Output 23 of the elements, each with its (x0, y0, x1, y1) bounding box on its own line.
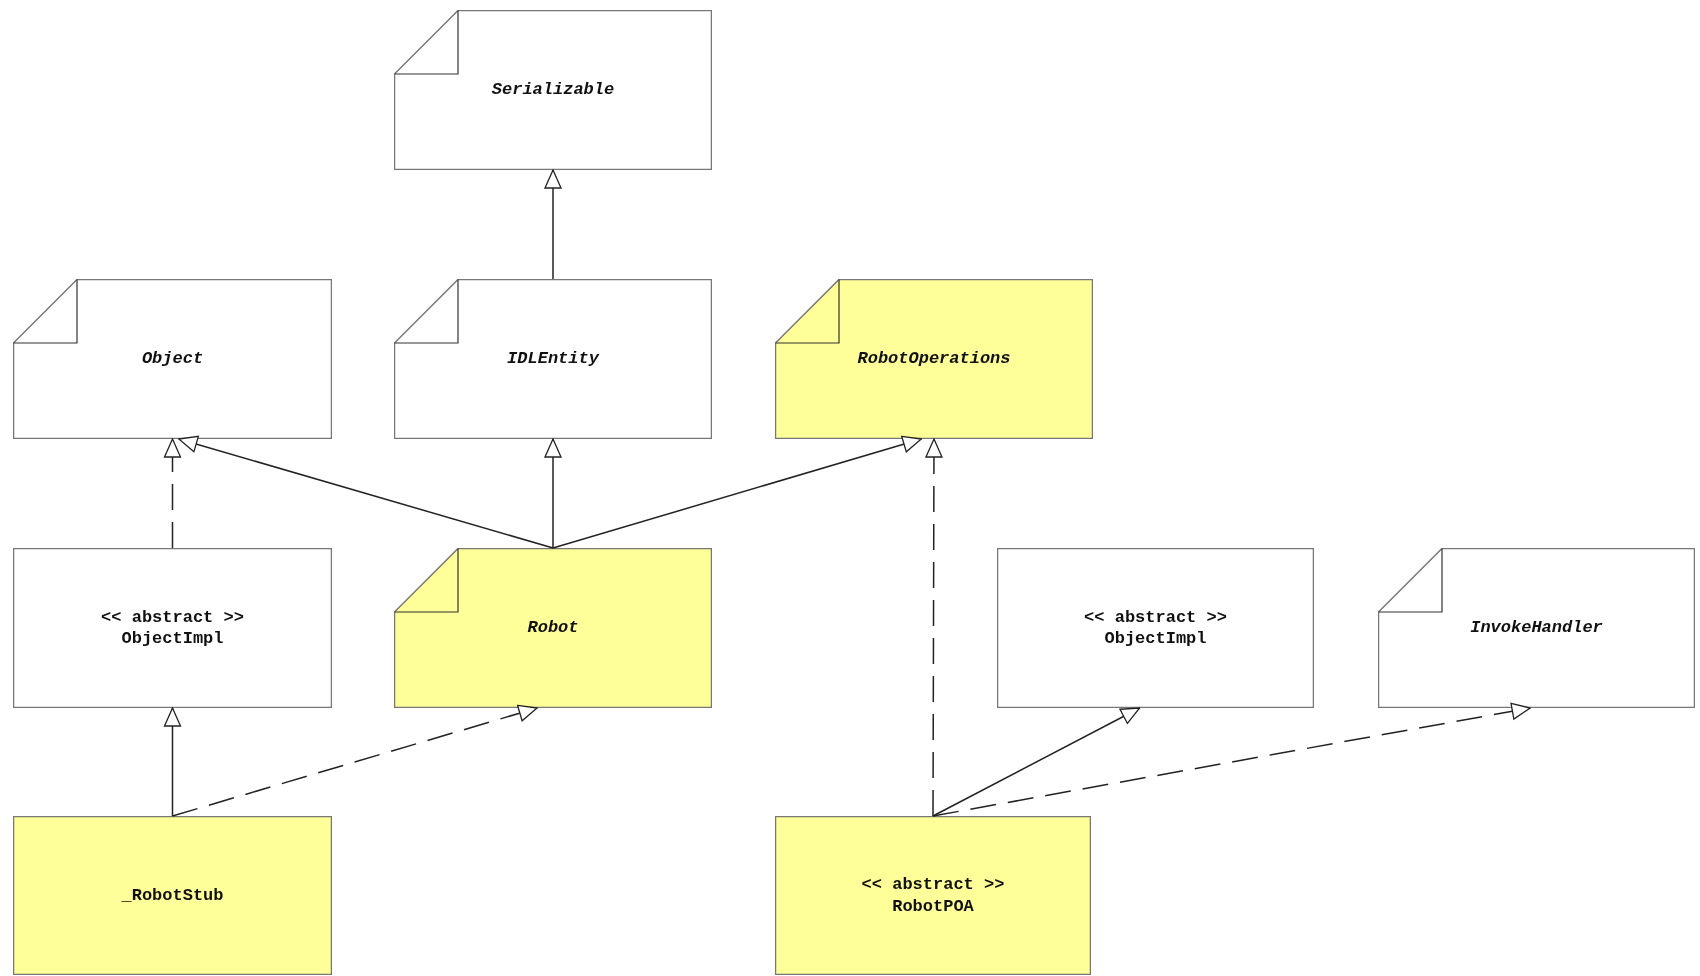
stereotype-label: << abstract >> (1084, 606, 1227, 628)
generalization-arrow (932, 702, 1531, 817)
stereotype-label: << abstract >> (101, 606, 244, 628)
generalization-arrow (552, 435, 923, 549)
generalization-arrow (925, 438, 943, 817)
generalization-arrow (932, 707, 1141, 817)
class-name: RobotOperations (857, 348, 1011, 370)
class-name: InvokeHandler (1470, 617, 1603, 639)
generalization-arrow (163, 707, 182, 817)
class-name: Serializable (491, 79, 615, 101)
class-name: ObjectImpl (1104, 628, 1207, 650)
generalization-arrow (544, 438, 562, 549)
generalization-arrow (171, 704, 538, 817)
class-name: Robot (527, 617, 579, 639)
class-name: _RobotStub (121, 884, 224, 907)
class-name: RobotPOA (892, 895, 974, 917)
generalization-arrow (178, 435, 554, 549)
generalization-arrow (544, 169, 562, 280)
class-name: Object (141, 348, 204, 370)
stereotype-label: << abstract >> (861, 874, 1005, 896)
class-name: ObjectImpl (121, 628, 224, 650)
generalization-arrow (163, 438, 182, 549)
class-name: IDLEntity (507, 348, 599, 370)
